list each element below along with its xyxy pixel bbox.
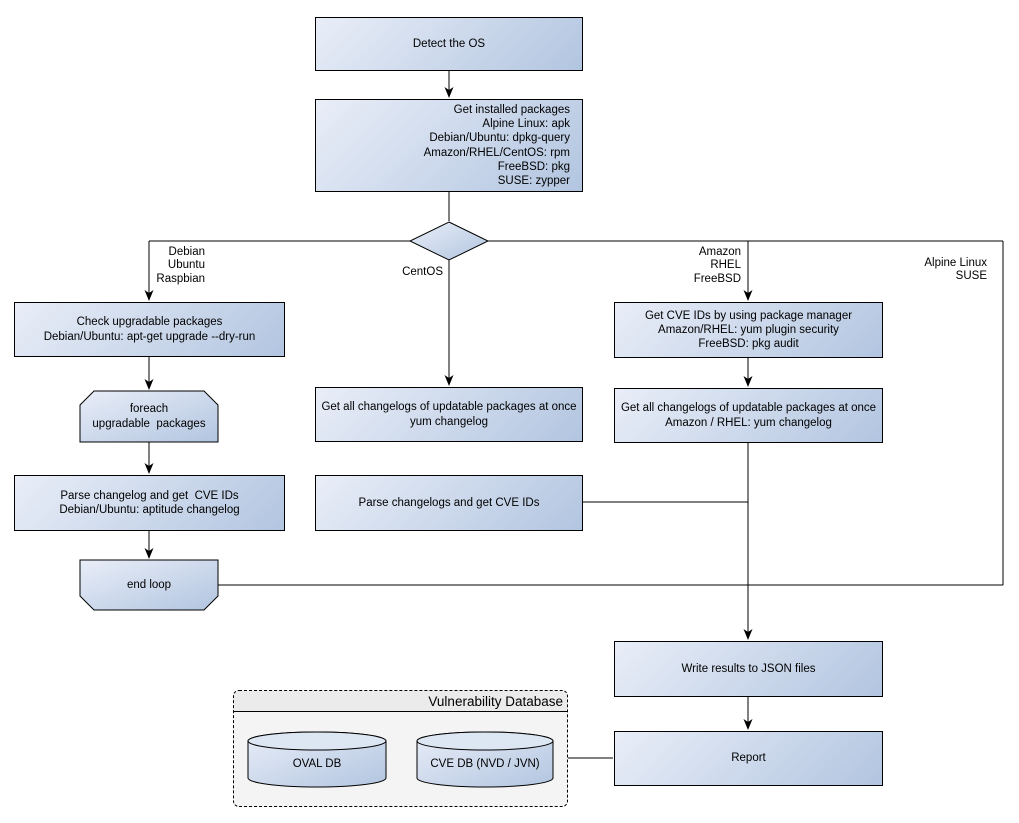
node-get-changelogs-amazon: Get all changelogs of updatable packages… — [614, 388, 883, 443]
end-loop-label: end loop — [126, 578, 172, 591]
node-get-changelogs-amazon-label: Get all changelogs of updatable packages… — [620, 402, 877, 429]
end-loop-label-box: end loop — [80, 560, 218, 610]
node-get-cve-ids-pkg-manager: Get CVE IDs by using package manager Ama… — [614, 302, 883, 358]
node-detect-os: Detect the OS — [315, 17, 583, 71]
branch-label-amazon: Amazon RHEL FreeBSD — [693, 246, 741, 285]
cve-db-label: CVE DB (NVD / JVN) — [430, 757, 540, 770]
vulnerability-database-title: Vulnerability Database — [428, 693, 563, 709]
vulnerability-database-header: Vulnerability Database — [234, 691, 567, 712]
node-write-results-label: Write results to JSON files — [681, 662, 816, 675]
node-get-cve-ids-pkg-manager-label: Get CVE IDs by using package manager Ama… — [644, 309, 853, 351]
node-get-installed-packages-label: Get installed packages Alpine Linux: apk… — [423, 103, 570, 187]
node-get-installed-packages: Get installed packages Alpine Linux: apk… — [315, 99, 583, 192]
node-parse-changelogs-centos-label: Parse changelogs and get CVE IDs — [358, 496, 540, 509]
node-get-changelogs-centos: Get all changelogs of updatable packages… — [315, 387, 583, 442]
branch-label-centos: CentOS — [402, 266, 443, 278]
os-decision-diamond — [408, 221, 490, 261]
node-detect-os-label: Detect the OS — [412, 37, 486, 50]
node-report: Report — [614, 731, 883, 786]
branch-label-debian: Debian Ubuntu Raspbian — [156, 246, 205, 285]
foreach-loop-label: foreach upgradable packages — [92, 403, 206, 430]
branch-label-alpine: Alpine Linux SUSE — [924, 257, 987, 283]
node-check-upgradable: Check upgradable packages Debian/Ubuntu:… — [14, 302, 285, 357]
node-get-changelogs-centos-label: Get all changelogs of updatable packages… — [321, 401, 577, 428]
node-write-results: Write results to JSON files — [614, 641, 883, 697]
foreach-loop-label-box: foreach upgradable packages — [80, 391, 218, 442]
oval-db-label-box: OVAL DB — [248, 747, 386, 781]
node-parse-changelogs-centos: Parse changelogs and get CVE IDs — [315, 475, 583, 531]
oval-db-label: OVAL DB — [292, 757, 342, 770]
node-check-upgradable-label: Check upgradable packages Debian/Ubuntu:… — [43, 316, 256, 343]
node-report-label: Report — [731, 752, 766, 765]
cve-db-label-box: CVE DB (NVD / JVN) — [417, 747, 553, 781]
node-parse-changelog-deb: Parse changelog and get CVE IDs Debian/U… — [14, 475, 285, 531]
node-parse-changelog-deb-label: Parse changelog and get CVE IDs Debian/U… — [59, 489, 240, 516]
